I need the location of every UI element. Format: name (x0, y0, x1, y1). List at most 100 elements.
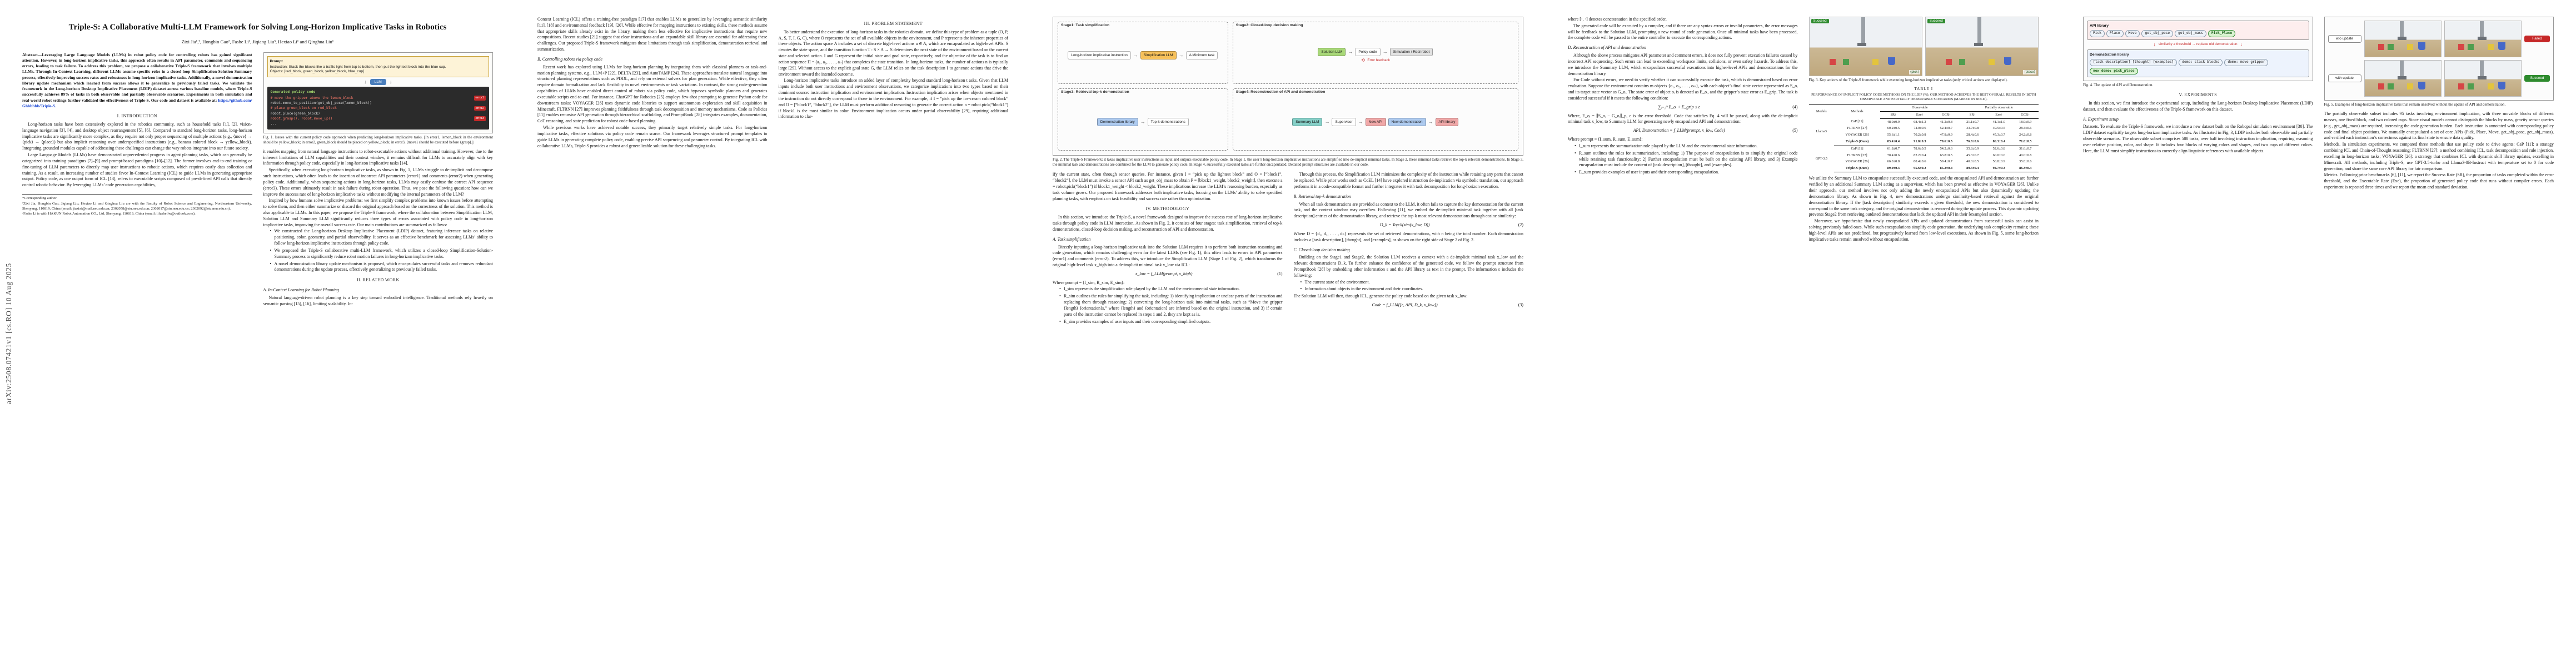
fig2-node-solution-llm: Solution LLM (1318, 47, 1346, 56)
value-cell: 40.0±0.8 (2019, 153, 2032, 157)
fig5-status-badge: Succeed (2524, 74, 2550, 82)
fig2-stage-label: Stage4: Reconstruction of API and demons… (1235, 90, 1326, 94)
paragraph: Methods. In simulation experiments, we c… (2324, 142, 2554, 171)
col-metric: GCR↑ (1933, 111, 1960, 119)
arrow-icon: → (1358, 118, 1363, 125)
page-columns: where [·, ·] denotes concatenation in th… (1568, 17, 2039, 243)
bullet-item: The current state of the environment. (1301, 280, 1524, 286)
bullet-item: We proposed the Triple-S collaborative m… (270, 248, 494, 260)
robot-gripper (1857, 43, 1867, 47)
fig1-code-text: robot.move_to_position(get_obj_pose(lemo… (270, 101, 372, 106)
robot-arm (2399, 61, 2404, 77)
paragraph: In this section, we first introduce the … (2083, 100, 2313, 112)
fig1-code-line: robot.move_to_position(get_obj_pose(lemo… (271, 101, 486, 106)
yellow-block (2487, 44, 2494, 51)
paragraph: For Code without errors, we need to veri… (1568, 77, 1798, 101)
value-cell: 31.6±0.7 (2019, 146, 2032, 151)
fig1-error-badge: error2 (474, 106, 486, 111)
succeed-badge: Succeed (1811, 19, 1829, 24)
robot-gripper (1974, 43, 1983, 47)
value-cell: 60.0±0.6 (1992, 153, 2005, 157)
equation: x_low = f_LLM(prompt, x_high)(1) (1053, 271, 1283, 277)
value-cell: 83.4±0.4 (1880, 138, 1907, 146)
fig2-stage-label: Stage1: Task simplification (1061, 23, 1110, 27)
robot-photo: Succeed⟨pick⟩ (1808, 17, 1922, 76)
figure-caption: Fig. 2. The Triple-S Framework: it takes… (1053, 158, 1523, 167)
fig1-code-line: ... (271, 121, 486, 126)
value-cell: 48.0±0.9 (1887, 120, 1900, 124)
fig1-code-text: # place green_block on red_block (270, 106, 337, 111)
page-top: Triple-S: A Collaborative Multi-LLM Fram… (22, 22, 493, 44)
green-block (2387, 83, 2394, 90)
bullet-item: E_sim provides examples of user inputs a… (1059, 319, 1283, 325)
robot-gripper (2397, 76, 2406, 80)
paragraph: The partially observable subset includes… (2324, 111, 2554, 141)
red-block (2378, 44, 2385, 51)
paragraph: The Solution LLM will then, through ICL,… (1293, 293, 1468, 299)
fig2-node-new-api: New API (1365, 117, 1386, 126)
fig1-error-badge: error1 (474, 96, 486, 101)
value-cell: 60.2±0.5 (1887, 126, 1900, 131)
col-metric: Exe↑ (1986, 111, 2012, 119)
paragraph: We utilize the Summary LLM to encapsulat… (1808, 176, 2039, 217)
value-cell: 56.8±0.9 (1992, 160, 2005, 164)
paragraph: Through this process, the Simplification… (1293, 172, 1524, 189)
green-block (1843, 59, 1850, 66)
value-cell: 49.5±0.5 (1992, 126, 2005, 131)
equation-number: (4) (1792, 104, 1798, 109)
robot-photo (2444, 60, 2522, 97)
fig1-prompt-line: Objects: [red_block, green_block, yellow… (270, 69, 364, 74)
green-block (2467, 83, 2474, 90)
value-cell: 82.2±0.4 (1914, 153, 1926, 157)
fig1-code-text: robot.place(green_block) (270, 111, 320, 116)
value-cell: 45.3±0.7 (1992, 133, 2005, 137)
value-cell: 40.0±0.5 (1966, 160, 1979, 164)
paragraph: Moreover, we hypothesize that newly enca… (1808, 218, 2039, 242)
yellow-block (1872, 59, 1879, 66)
equation: Code = f_LLM([ε, API, D_k, x_low])(3) (1294, 302, 1523, 308)
value-cell: 52.4±0.7 (1940, 126, 1952, 131)
fig1-code-label: Generated policy code (270, 89, 316, 94)
paragraph: Metrics. Following prior benchmarks [6],… (2324, 172, 2554, 190)
method-cell: CaP [11] (1851, 146, 1864, 151)
fig1-llm-chip: LLM (370, 78, 386, 85)
fig2-node-new-demo: New demonstration (1388, 117, 1426, 126)
github-link[interactable]: https://github.com/Ghbbbbb/Triple-S. (22, 97, 252, 108)
arrow-icon: → (1348, 48, 1353, 54)
column-left: ify the current state, often through sen… (1053, 172, 1283, 326)
equation-body: API, Demonstration = f_LLM(prompt, x_low… (1633, 128, 1725, 133)
red-block (1946, 59, 1952, 66)
bullet-item: I_sim represents the simplification role… (1059, 286, 1283, 292)
value-cell: 86.3±0.4 (1986, 138, 2012, 146)
paragraph: Although the above process mitigates API… (1568, 53, 1798, 76)
column-right: Succeed⟨pick⟩Succeed⟨place⟩Fig. 3. Key a… (1808, 17, 2039, 243)
robot-gripper (2477, 37, 2487, 41)
paragraph: Inspired by how humans solve implicative… (263, 198, 494, 227)
value-cell: 85.2±0.4 (1933, 165, 1960, 173)
arrow-icon: → (1178, 52, 1184, 58)
api-chip: [task description] [thought] [examples] (2090, 59, 2178, 66)
equation: D_k = Top-k(sim(x_low, D))(2) (1294, 222, 1523, 228)
fig5-status-badge: Failed (2524, 35, 2550, 43)
value-cell: 68.4±1.2 (1914, 120, 1926, 124)
equation-body: Code = f_LLM([ε, API, D_k, x_low]) (1372, 302, 1438, 308)
value-cell: 70.4±0.6 (1887, 153, 1900, 157)
equation-body: D_k = Top-k(sim(x_low, D)) (1379, 222, 1430, 228)
paragraph: Where prompt = ⟨I_sum, R_sum, E_sum⟩: (1568, 137, 1643, 142)
abstract: Abstract—Leveraging Large Language Model… (22, 52, 252, 109)
update-rule-row: ↓similarity ≥ threshold → replace old de… (2087, 42, 2309, 47)
subsection-heading: D. Reconstruction of API and demonstrati… (1568, 45, 1646, 51)
yellow-block (2407, 44, 2414, 51)
method-cell: VOYAGER [26] (1845, 133, 1869, 137)
blue-cup (2004, 57, 2012, 66)
figure-caption: Fig. 1. Issues with the current policy c… (263, 135, 494, 145)
